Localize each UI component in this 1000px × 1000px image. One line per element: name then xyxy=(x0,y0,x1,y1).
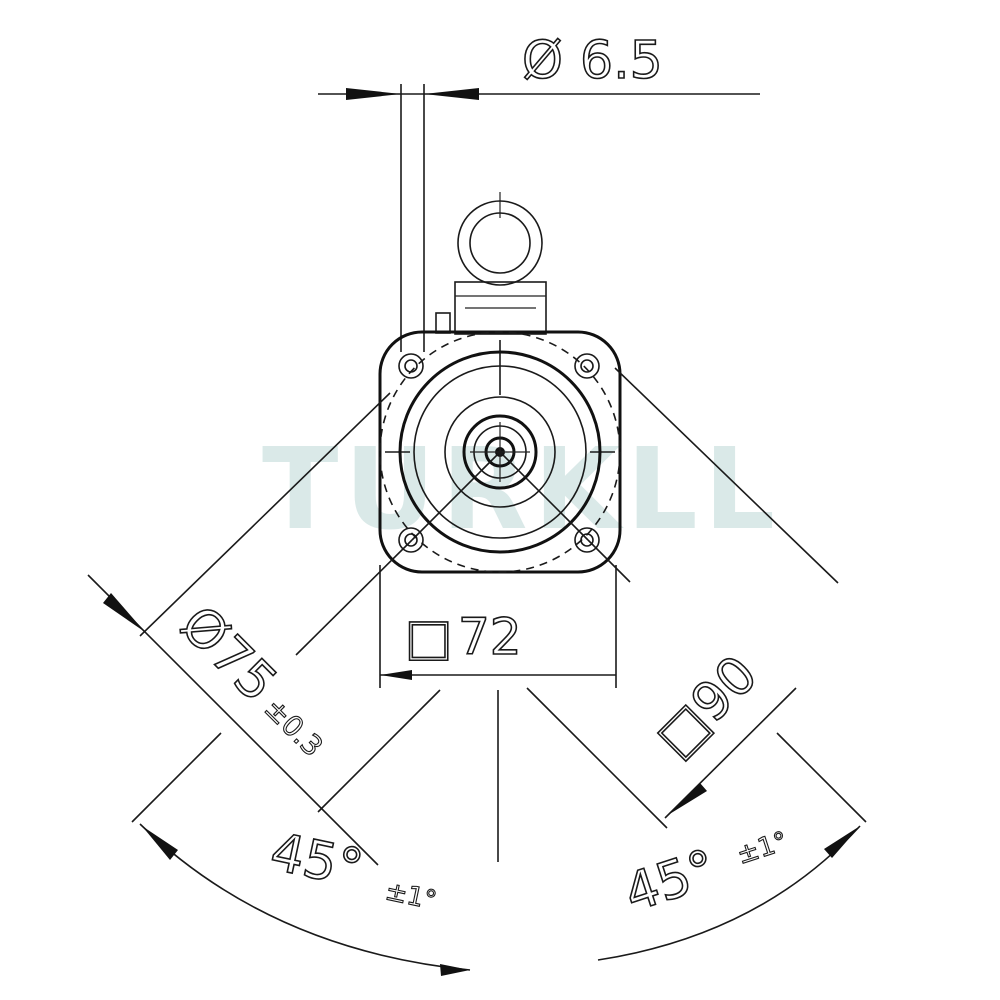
angle-right-value: 45° xyxy=(617,839,723,925)
connector xyxy=(435,192,547,335)
watermark-text: TURKLL xyxy=(262,425,781,555)
mounting-holes xyxy=(398,353,600,553)
arrow-head xyxy=(380,670,412,680)
connector-ring-inner xyxy=(469,212,531,274)
angle-right-tolerance: ±1° xyxy=(733,826,791,870)
construction-line xyxy=(499,451,589,541)
extension-line xyxy=(131,732,222,823)
angle-arc xyxy=(139,823,471,971)
pitch-circle-tolerance: ±0.3 xyxy=(258,692,329,763)
construction-line xyxy=(614,367,839,584)
connector-body xyxy=(454,281,547,335)
construction-line xyxy=(295,539,413,656)
spigot-inner xyxy=(413,365,587,539)
arrow-head xyxy=(824,826,860,858)
bearing-ring xyxy=(444,396,556,508)
angle-ray xyxy=(526,687,668,829)
arrow-head xyxy=(440,964,470,976)
outer-square-dimension: □ 90 xyxy=(644,644,797,819)
arrow-head xyxy=(142,826,178,860)
angle-right-dimension: 45° ±1° xyxy=(597,732,867,961)
mounting-hole xyxy=(398,527,424,553)
mounting-hole-inner xyxy=(404,533,418,547)
angle-left-tolerance: ±1° xyxy=(383,876,439,916)
arrow-head xyxy=(668,783,707,815)
mounting-hole xyxy=(574,353,600,379)
arrow-head xyxy=(103,593,145,632)
angle-left-value: 45° xyxy=(265,822,368,900)
flange-square-symbol: □ xyxy=(405,608,452,666)
construction-line xyxy=(411,451,501,541)
pitch-circle xyxy=(379,331,621,573)
connector-tab xyxy=(435,312,451,334)
arrow-head xyxy=(346,88,401,100)
construction-line xyxy=(139,392,391,637)
mounting-hole xyxy=(574,527,600,553)
extension-line xyxy=(776,732,867,823)
hole-diameter-dimension: Ø 6.5 xyxy=(318,30,760,352)
arrow-head xyxy=(424,88,479,100)
connector-ring-outer xyxy=(457,200,543,286)
motor-flange xyxy=(378,330,622,574)
spigot-outer xyxy=(398,350,602,554)
flange-square-dimension: □ 72 xyxy=(379,565,617,688)
hole-diameter-symbol: Ø xyxy=(522,31,563,91)
mounting-hole-inner xyxy=(404,359,418,373)
shaft-collar xyxy=(462,414,538,490)
mounting-hole-inner xyxy=(580,359,594,373)
hole-diameter-value: 6.5 xyxy=(580,31,663,91)
mounting-hole xyxy=(398,353,424,379)
mounting-hole-inner xyxy=(580,533,594,547)
diagonal-lines xyxy=(139,367,839,862)
construction-line xyxy=(587,539,631,583)
flange-square-value: 72 xyxy=(458,608,522,666)
angle-ray xyxy=(317,689,441,813)
angle-left-dimension: 45° ±1° xyxy=(131,732,471,976)
